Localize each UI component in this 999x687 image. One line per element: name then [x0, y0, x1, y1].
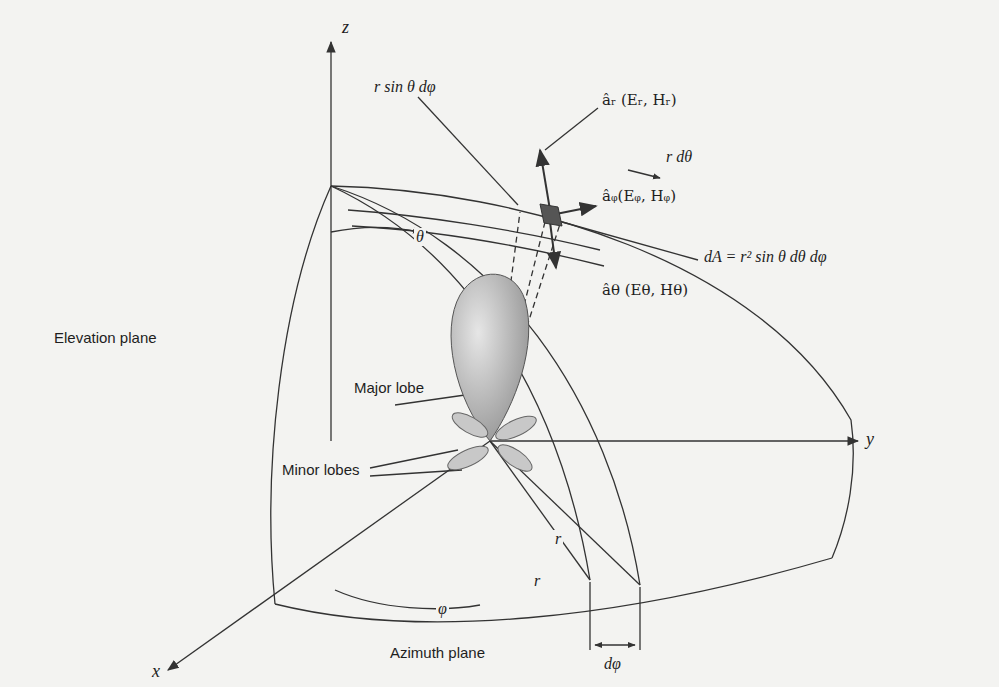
y-axis [490, 440, 858, 441]
axis-label: y [864, 430, 876, 450]
radius-label: r [553, 530, 563, 548]
area-patch [540, 204, 562, 226]
phi-arc [335, 590, 480, 609]
theta-arc [331, 228, 420, 233]
x-axis [168, 441, 490, 670]
axis-label: x [150, 662, 162, 682]
dimension-line [595, 644, 635, 645]
angle-label: θ [414, 228, 426, 246]
lobe-label: Major lobe [352, 380, 426, 397]
leader-line [418, 97, 518, 205]
unit-vector [540, 150, 550, 210]
leader-line [562, 222, 698, 260]
z-axis [330, 42, 331, 441]
unit-vector-label: âθ (Eθ, Hθ) [600, 282, 690, 299]
dimension-line [628, 170, 660, 178]
azimuth-arc [275, 558, 832, 622]
meridian-arc [331, 186, 590, 580]
leader-line [395, 395, 465, 405]
unit-vector-label: âᵣ (Eᵣ, Hᵣ) [600, 92, 679, 109]
lobe-label: Minor lobes [280, 462, 362, 479]
unit-vector [556, 206, 596, 214]
dimension-line [639, 587, 640, 650]
plane-label: Elevation plane [52, 330, 159, 347]
leader-line [370, 450, 458, 468]
leader-line [370, 470, 462, 476]
outer-arc [331, 186, 853, 558]
dimension-label: r sin θ dφ [372, 78, 438, 96]
latitude-arc [348, 210, 600, 250]
elevation-arc [271, 186, 331, 604]
latitude-arc [352, 226, 604, 266]
angle-label: φ [436, 600, 449, 618]
leader-line [545, 108, 598, 150]
radius-line [490, 441, 590, 580]
area-label: dA = r² sin θ dθ dφ [702, 248, 829, 266]
dimension-line [589, 582, 590, 650]
minor-lobes [445, 408, 540, 476]
unit-vector-label: âᵩ(Eᵩ, Hᵩ) [600, 188, 678, 205]
radius-label: r [532, 572, 542, 590]
axis-label: z [340, 18, 351, 38]
meridian-arc [331, 186, 640, 585]
dimension-label: r dθ [664, 148, 694, 166]
unit-vector [550, 222, 556, 268]
plane-label: Azimuth plane [388, 645, 487, 662]
dimension-label: dφ [602, 655, 623, 673]
